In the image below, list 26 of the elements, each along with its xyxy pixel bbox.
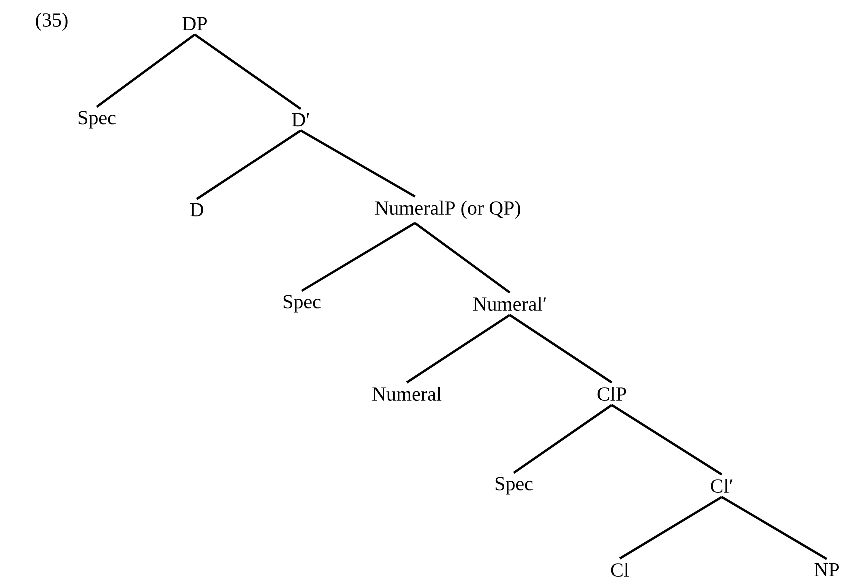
branch-line [300,130,416,198]
branch-line [414,222,511,294]
tree-label: Spec [496,477,533,495]
branch-line [96,34,196,108]
tree-label: Spec [78,111,116,129]
tree-label: D′ [292,113,310,127]
branch-line [301,222,416,292]
branch-line [509,314,613,384]
tree-label: DP [182,17,207,31]
tree-label: Numeral′ [473,296,546,312]
branch-line [721,496,828,560]
tree-label: D [190,203,204,217]
tree-label: ClP [598,386,626,402]
tree-label: Numeral [372,386,442,402]
example-number: (35) [36,12,68,32]
tree-label: NumeralP (or QP) [375,200,520,220]
branch-line [611,404,723,476]
branch-line [513,404,613,474]
branch-line [406,314,511,384]
tree-label: Spec [284,295,321,313]
tree-label: NP [814,563,839,577]
branch-line [194,34,302,110]
tree-label: Cl′ [711,478,733,494]
tree-label: Cl [611,562,630,578]
branch-line [196,130,302,200]
branch-line [619,496,723,560]
